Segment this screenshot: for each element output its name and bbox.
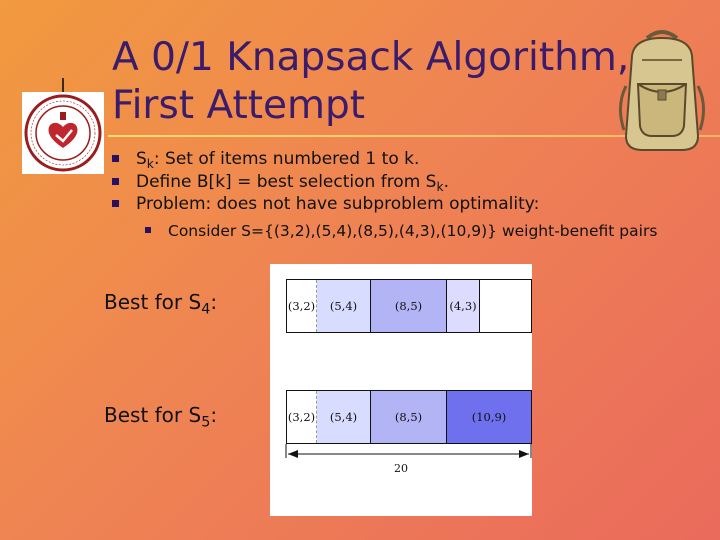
bullet-3-text: Problem: does not have subproblem optima… [136,194,539,214]
best-s4-subscript: 4 [201,302,210,318]
bullet-item-2: Define B[k] = best selection from Sk. [110,171,657,194]
item-cell: (8,5) [371,280,447,332]
best-s5-subscript: 5 [201,415,210,431]
knapsack-row-s5: (3,2) (5,4) (8,5) (10,9) [286,390,532,444]
sub-bullet-text: Consider S={(3,2),(5,4),(8,5),(4,3),(10,… [168,222,657,240]
bullet-1-text: S [136,149,147,169]
item-cell: (4,3) [447,280,480,332]
backpack-icon [612,26,712,156]
knapsack-figure: (3,2) (5,4) (8,5) (4,3) (3,2) (5,4) (8,5… [270,264,532,516]
item-cell: (3,2) [287,280,317,332]
item-cell: (5,4) [317,280,371,332]
best-s4-label: Best for S4: [104,290,217,314]
bullet-marker [112,178,119,185]
bullet-2-text: Define B[k] = best selection from S [136,172,436,192]
bullet-marker [112,200,119,207]
best-s4-colon: : [210,290,217,314]
bullet-marker [112,155,119,162]
bullet-item-3: Problem: does not have subproblem optima… [110,193,657,216]
bullet-list: Sk: Set of items numbered 1 to k. Define… [110,148,657,242]
sub-bullet-marker [145,227,151,233]
best-s4-text: Best for S [104,290,201,314]
slide-title: A 0/1 Knapsack Algorithm, First Attempt [112,34,629,130]
title-line-1: A 0/1 Knapsack Algorithm, [112,35,629,80]
item-cell: (10,9) [447,391,531,443]
item-cell: (8,5) [371,391,447,443]
bullet-2-text-end: . [444,172,449,192]
best-s5-text: Best for S [104,403,201,427]
best-s5-label: Best for S5: [104,403,217,427]
capacity-label: 20 [270,462,532,475]
bullet-1-text-end: : Set of items numbered 1 to k. [154,149,419,169]
bullet-item-1: Sk: Set of items numbered 1 to k. [110,148,657,171]
item-cell: (3,2) [287,391,317,443]
item-cell: (5,4) [317,391,371,443]
bullet-1-subscript: k [147,157,154,171]
university-seal-logo [22,92,104,174]
bullet-2-subscript: k [436,179,443,193]
sub-bullet-item: Consider S={(3,2),(5,4),(8,5),(4,3),(10,… [110,220,657,243]
knapsack-row-s4: (3,2) (5,4) (8,5) (4,3) [286,279,532,333]
best-s5-colon: : [210,403,217,427]
title-line-2: First Attempt [112,83,365,128]
